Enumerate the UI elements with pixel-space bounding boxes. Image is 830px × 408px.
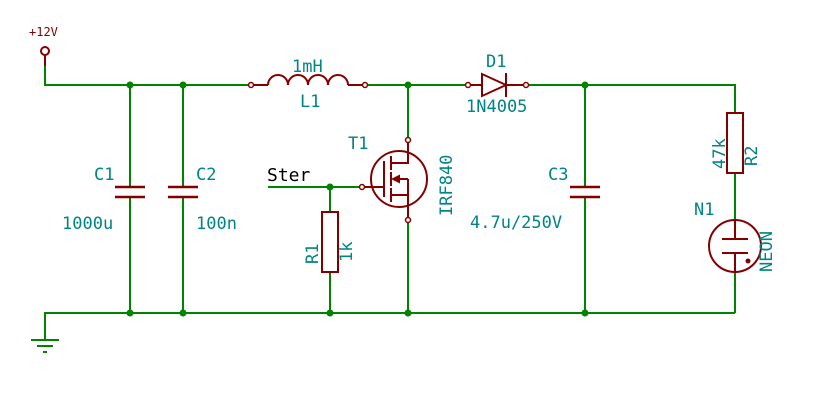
power-flag-circle bbox=[40, 46, 50, 56]
power-flag-12v: +12V bbox=[29, 25, 58, 66]
junction-dot bbox=[179, 81, 187, 89]
wire-bottom-rail bbox=[44, 312, 735, 340]
power-label: +12V bbox=[29, 25, 58, 39]
junction-dot bbox=[326, 183, 334, 191]
l1-ref: L1 bbox=[300, 92, 320, 112]
component-d1: D1 1N4005 bbox=[464, 52, 530, 117]
t1-drain-link bbox=[391, 152, 409, 164]
junction-dot bbox=[126, 309, 134, 317]
c1-value: 1000u bbox=[62, 214, 113, 234]
junctions bbox=[126, 81, 589, 317]
l1-pin-end-left bbox=[247, 81, 255, 89]
c3-value: 4.7u/250V bbox=[470, 213, 562, 233]
t1-gate-pin-end bbox=[358, 183, 366, 191]
wire-top-rail-right bbox=[529, 84, 736, 113]
component-t1: T1 IRF840 bbox=[348, 134, 457, 224]
component-n1: N1 NEON bbox=[694, 200, 777, 273]
junction-dot bbox=[179, 309, 187, 317]
junction-dot bbox=[326, 309, 334, 317]
component-r1: R1 1k bbox=[303, 211, 357, 273]
component-c3: C3 4.7u/250V bbox=[470, 165, 600, 233]
t1-arrow bbox=[391, 174, 400, 184]
junction-dot bbox=[581, 81, 589, 89]
n1-value: NEON bbox=[757, 231, 777, 272]
c1-ref: C1 bbox=[94, 165, 114, 185]
wires bbox=[44, 66, 736, 340]
junction-dot bbox=[126, 81, 134, 89]
r1-ref: R1 bbox=[303, 244, 323, 264]
d1-triangle bbox=[481, 72, 509, 98]
l1-pin-end-right bbox=[361, 81, 369, 89]
d1-pin-end-left bbox=[464, 81, 472, 89]
d1-value: 1N4005 bbox=[466, 97, 527, 117]
c2-ref: C2 bbox=[196, 165, 216, 185]
net-label-ster: Ster bbox=[267, 165, 311, 186]
c3-ref: C3 bbox=[548, 165, 568, 185]
t1-value: IRF840 bbox=[437, 155, 457, 216]
r2-body bbox=[726, 112, 744, 174]
n1-gas-dot bbox=[745, 258, 751, 264]
component-c1: C1 1000u bbox=[62, 165, 145, 234]
t1-ref: T1 bbox=[348, 134, 368, 154]
r2-value: 47k bbox=[710, 138, 730, 169]
junction-dot bbox=[581, 309, 589, 317]
l1-value: 1mH bbox=[292, 57, 323, 77]
n1-ref: N1 bbox=[694, 200, 714, 220]
t1-drain-pin-end bbox=[404, 136, 412, 144]
component-c2: C2 100n bbox=[168, 165, 237, 234]
junction-dot bbox=[404, 81, 412, 89]
junction-dot bbox=[404, 309, 412, 317]
component-l1: 1mH L1 bbox=[247, 57, 369, 112]
t1-source-link bbox=[391, 179, 409, 206]
t1-source-pin-end bbox=[404, 216, 412, 224]
d1-ref: D1 bbox=[486, 52, 506, 72]
t1-body-circle bbox=[370, 150, 428, 208]
d1-pin-end-right bbox=[522, 81, 530, 89]
l1-coil bbox=[267, 74, 349, 86]
c2-value: 100n bbox=[196, 214, 237, 234]
component-r2: 47k R2 bbox=[710, 112, 762, 174]
r2-ref: R2 bbox=[742, 146, 762, 166]
wire-power-drop bbox=[44, 66, 249, 86]
r1-body bbox=[321, 211, 339, 273]
r1-value: 1k bbox=[337, 242, 357, 262]
ground-symbol bbox=[31, 339, 59, 353]
